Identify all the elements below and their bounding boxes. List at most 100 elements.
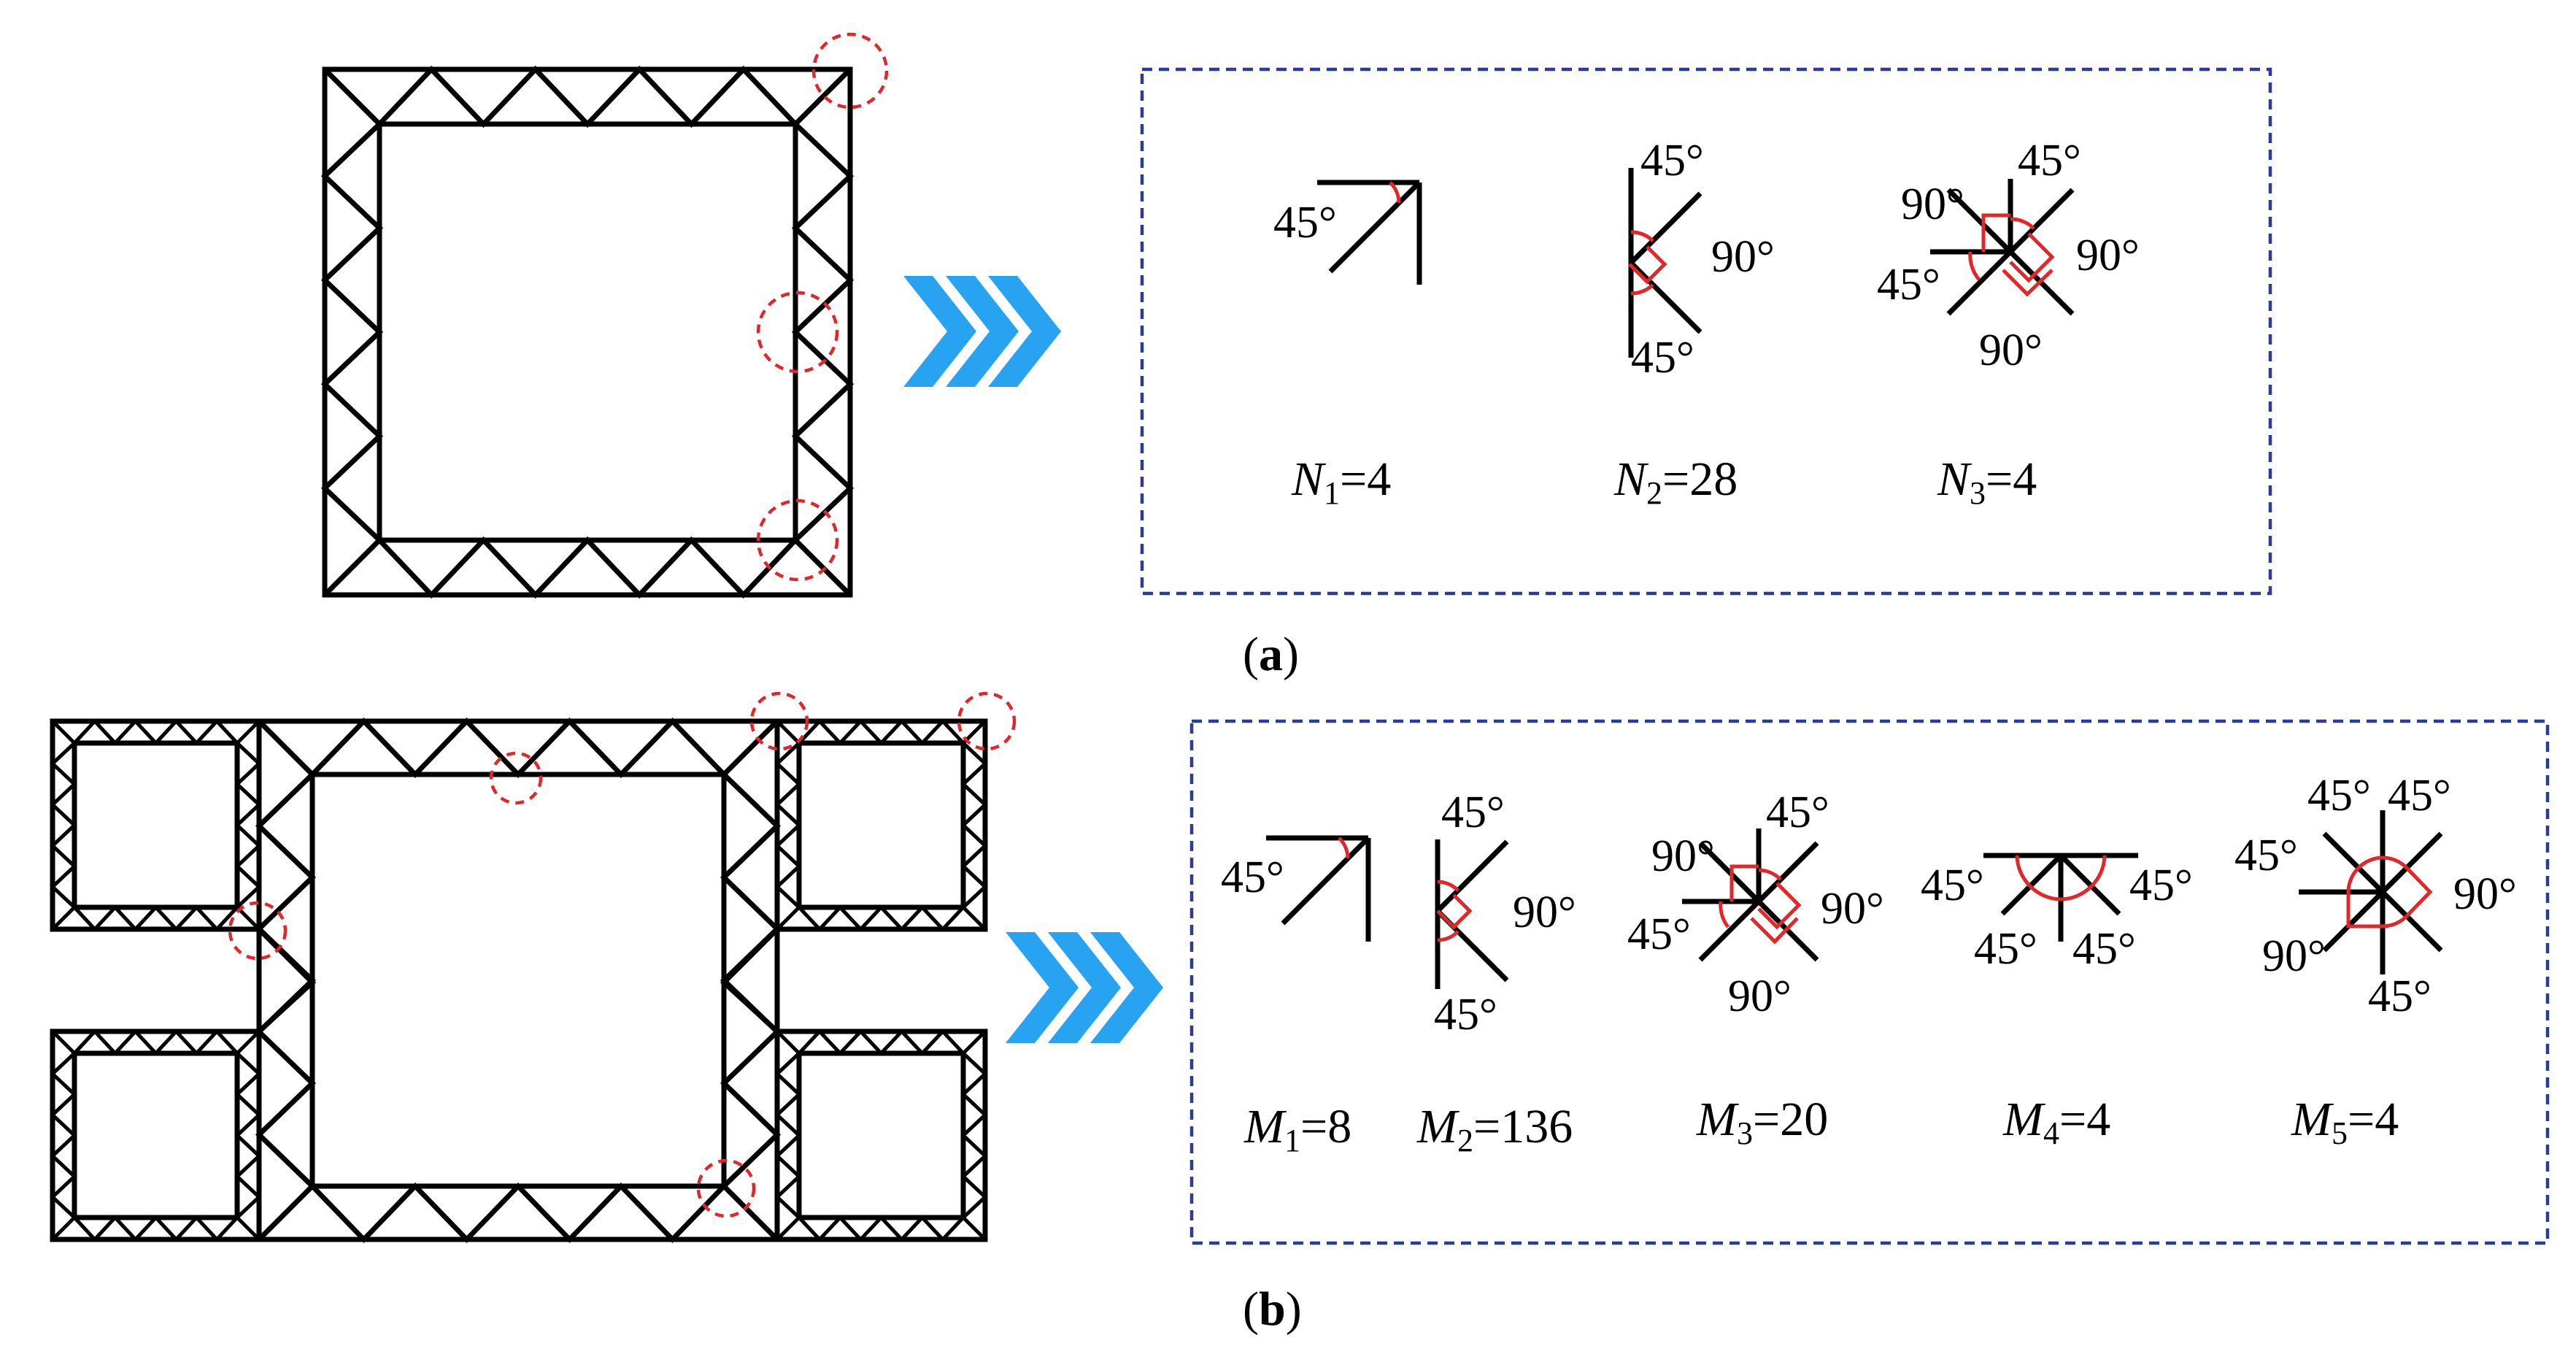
lattice-strut bbox=[236, 1030, 261, 1055]
caption-b: (b) bbox=[1243, 1282, 1302, 1336]
lattice-strut bbox=[257, 719, 315, 777]
lattice-strut bbox=[236, 720, 261, 745]
angle-label: 45° bbox=[1877, 260, 1940, 309]
node-type-m3: 90° 45° 90° 45° 90° bbox=[1627, 788, 1884, 1021]
node-highlight-junction bbox=[749, 691, 809, 751]
lattice-strut bbox=[320, 122, 384, 542]
count-m1: M1=8 bbox=[1243, 1100, 1351, 1158]
count-m5: M5=4 bbox=[2291, 1093, 2399, 1151]
lattice-strut bbox=[798, 904, 965, 932]
lattice-strut bbox=[798, 1215, 965, 1242]
node-type-m5: 45° 45° 45° 90° 90° 45° bbox=[2234, 771, 2517, 1021]
angle-label: 45° bbox=[1640, 136, 1704, 185]
angle-label: 45° bbox=[1221, 853, 1284, 902]
angle-label: 90° bbox=[1979, 326, 2043, 375]
lattice-strut bbox=[791, 122, 855, 542]
angle-label: 45° bbox=[1766, 788, 1829, 837]
lattice-strut bbox=[51, 1216, 76, 1241]
lattice-strut bbox=[377, 536, 798, 599]
count-n2: N2=28 bbox=[1613, 453, 1738, 511]
lattice-strut bbox=[377, 65, 798, 128]
lattice-strut bbox=[793, 67, 852, 126]
node-highlight-side-junction bbox=[228, 901, 288, 961]
lattice-strut bbox=[73, 718, 239, 746]
angle-label: 45° bbox=[2388, 771, 2451, 820]
lattice-strut bbox=[50, 742, 77, 909]
lattice-strut bbox=[722, 1184, 779, 1242]
lattice-strut bbox=[234, 1052, 262, 1219]
angle-label: 45° bbox=[2072, 924, 2136, 974]
angle-label: 90° bbox=[2453, 869, 2517, 919]
angle-label: 45° bbox=[2018, 136, 2081, 185]
count-n1: N1=4 bbox=[1291, 453, 1391, 511]
node-type-m4: 45° 45° 45° 45° bbox=[1921, 853, 2193, 974]
lattice-strut bbox=[323, 538, 382, 597]
panel-a-lattice bbox=[320, 65, 855, 599]
lattice-strut bbox=[722, 719, 779, 777]
lattice-strut bbox=[323, 67, 382, 126]
lattice-strut bbox=[798, 1028, 965, 1056]
angle-label: 45° bbox=[1627, 909, 1691, 959]
angle-label: 90° bbox=[1728, 972, 1792, 1021]
arrow-a bbox=[903, 276, 1061, 387]
node-highlight-inner-corner bbox=[756, 499, 839, 582]
angle-label: 45° bbox=[1921, 861, 1984, 910]
lattice-strut bbox=[793, 538, 852, 597]
lattice-strut bbox=[51, 1030, 76, 1055]
arrow-b bbox=[1006, 932, 1163, 1043]
lattice-strut bbox=[720, 772, 782, 1188]
lattice-strut bbox=[962, 1216, 987, 1241]
angle-label: 90° bbox=[1513, 888, 1576, 937]
lattice-strut bbox=[776, 1216, 801, 1241]
lattice-strut bbox=[310, 1182, 726, 1244]
node-highlight-edge bbox=[756, 291, 839, 374]
lattice-strut bbox=[236, 906, 261, 931]
angle-label: 90° bbox=[1821, 884, 1884, 934]
lattice-strut bbox=[960, 1052, 988, 1219]
angle-label: 90° bbox=[2076, 231, 2140, 280]
angle-label: 45° bbox=[1974, 924, 2037, 974]
count-m3: M3=20 bbox=[1696, 1093, 1828, 1151]
angle-label: 90° bbox=[2262, 931, 2326, 981]
lattice-strut bbox=[257, 927, 317, 1034]
node-highlight-top-edge bbox=[489, 751, 543, 805]
panel-b-lattice bbox=[50, 717, 988, 1244]
angle-label: 45° bbox=[2234, 831, 2298, 880]
lattice-strut bbox=[73, 904, 239, 932]
node-highlight-outer-corner bbox=[957, 691, 1017, 751]
lattice-strut bbox=[798, 718, 965, 746]
angle-label: 90° bbox=[1901, 180, 1964, 229]
panel-a-node-box bbox=[1140, 67, 2272, 596]
lattice-strut bbox=[50, 1052, 77, 1219]
lattice-strut bbox=[255, 772, 317, 1188]
node-highlight-corner bbox=[811, 32, 889, 109]
lattice-strut bbox=[776, 720, 801, 745]
lattice-strut bbox=[73, 1028, 239, 1056]
angle-label: 45° bbox=[1434, 990, 1497, 1039]
node-type-m1: 45° bbox=[1221, 835, 1371, 942]
lattice-strut bbox=[236, 1216, 261, 1241]
lattice-strut bbox=[774, 742, 802, 909]
lattice-strut bbox=[73, 1215, 239, 1242]
lattice-strut bbox=[962, 906, 987, 931]
angle-label: 45° bbox=[2129, 861, 2193, 910]
lattice-strut bbox=[774, 1052, 802, 1219]
lattice-strut bbox=[234, 742, 262, 909]
lattice-strut bbox=[776, 1030, 801, 1055]
angle-label: 90° bbox=[1651, 831, 1715, 881]
panel-b-node-box bbox=[1189, 719, 2550, 1245]
lattice-strut bbox=[776, 906, 801, 931]
lattice-strut bbox=[310, 717, 726, 779]
node-type-n1: 45° bbox=[1273, 180, 1422, 285]
count-n3: N3=4 bbox=[1937, 453, 2037, 511]
lattice-strut bbox=[962, 1030, 987, 1055]
caption-a: (a) bbox=[1243, 628, 1299, 681]
node-type-n3: 90° 45° 90° 45° 90° bbox=[1877, 136, 2140, 375]
lattice-strut bbox=[51, 720, 76, 745]
count-m2: M2=136 bbox=[1416, 1100, 1573, 1158]
angle-label: 45° bbox=[1273, 198, 1337, 247]
node-type-n2: 45° 90° 45° bbox=[1628, 136, 1775, 382]
lattice-strut bbox=[257, 1184, 315, 1242]
node-type-m2: 45° 90° 45° bbox=[1434, 788, 1576, 1039]
